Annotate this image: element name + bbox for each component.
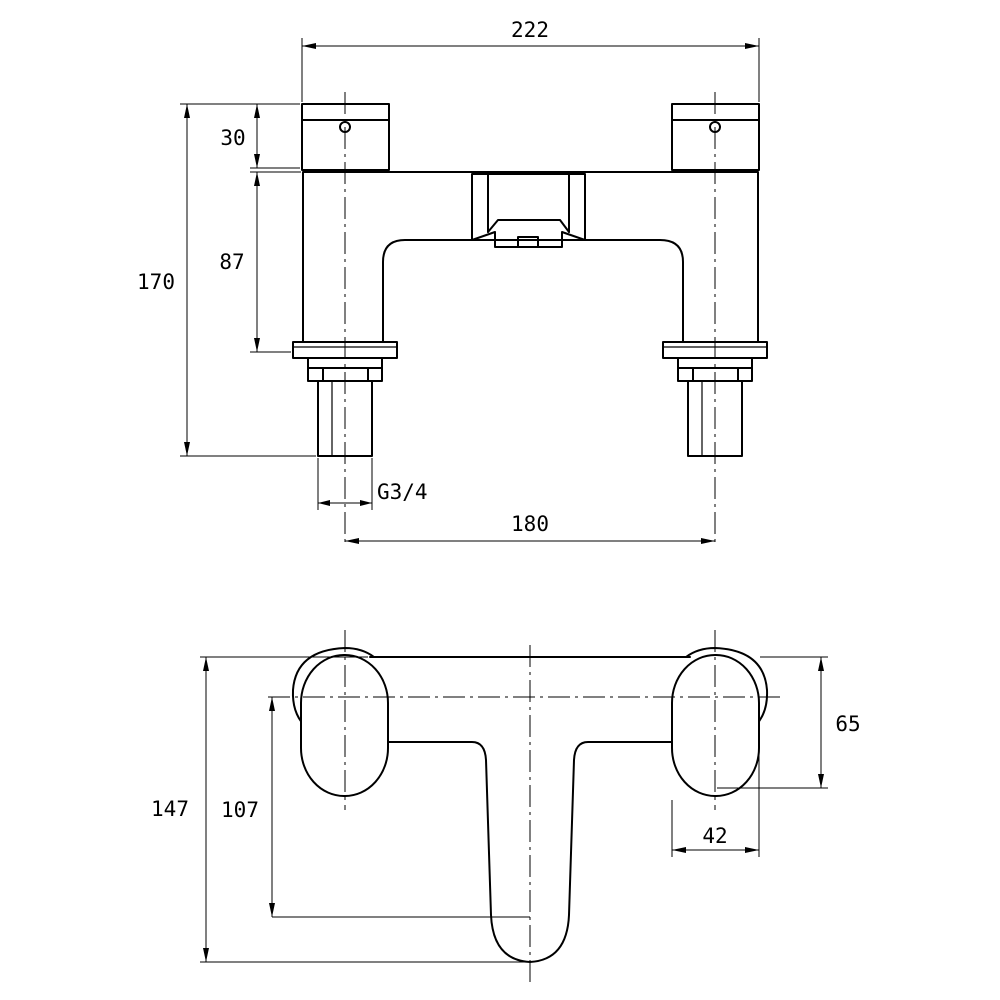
- dimension-overall-height: 170: [137, 103, 316, 457]
- thread-size-label: G3/4: [377, 480, 428, 504]
- dimension-handle-width: 42: [671, 725, 760, 857]
- right-handle-plan: [671, 647, 769, 797]
- overall-width-label: 222: [511, 18, 549, 42]
- plan-view: 147 107 65 42: [151, 630, 861, 985]
- spout-stub: [471, 173, 586, 248]
- handle-height-label: 30: [220, 126, 245, 150]
- centres-label: 180: [511, 512, 549, 536]
- handle-depth-label: 65: [835, 712, 860, 736]
- dimension-overall-width: 222: [301, 18, 760, 102]
- dimension-overall-depth: 147: [151, 656, 528, 963]
- dimension-spout-reach: 107: [221, 697, 530, 918]
- handle-width-label: 42: [702, 824, 727, 848]
- left-handle-plan: [291, 647, 389, 797]
- dimension-handle-depth: 65: [717, 656, 861, 789]
- dimension-centres: 180: [345, 512, 715, 544]
- spout-reach-label: 107: [221, 798, 259, 822]
- front-elevation-view: 222 30 87 170: [137, 18, 768, 546]
- overall-depth-label: 147: [151, 797, 189, 821]
- dimension-handle-height: 30: [220, 103, 300, 169]
- overall-height-label: 170: [137, 270, 175, 294]
- body-height-label: 87: [219, 250, 244, 274]
- tap-body-outline: [302, 171, 759, 343]
- dimension-body-height: 87: [219, 171, 301, 353]
- dimension-thread-size: G3/4: [317, 458, 428, 510]
